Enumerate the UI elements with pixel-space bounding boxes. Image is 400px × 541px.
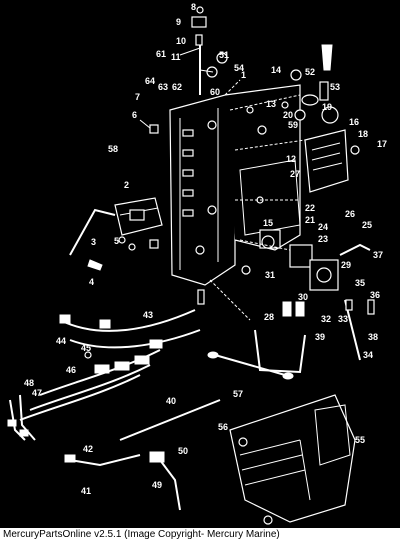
callout-label: 2: [124, 180, 129, 190]
spark-plug: [87, 259, 103, 271]
callout-label: 61: [156, 49, 166, 59]
callout-label: 58: [108, 144, 118, 154]
wire-39: [254, 329, 306, 374]
callout-label: 37: [373, 250, 383, 260]
ecm-module: [304, 129, 349, 193]
callout-label: 43: [143, 310, 153, 320]
spark-boot: [149, 451, 181, 511]
callout-label: 63: [158, 82, 168, 92]
fuse-holders: [282, 301, 305, 317]
callout-label: 7: [135, 92, 140, 102]
main-harness: [19, 309, 201, 421]
exploded-view-drawing: 1 2 3 4 5 6 7 8 9 10 11 12 13 14 15 16 1…: [7, 2, 387, 525]
parts-diagram: 1 2 3 4 5 6 7 8 9 10 11 12 13 14 15 16 1…: [0, 0, 400, 528]
callout-label: 27: [290, 169, 300, 179]
callout-label: 64: [145, 76, 155, 86]
callout-label: 19: [322, 102, 332, 112]
callout-label: 42: [83, 444, 93, 454]
callout-label: 60: [210, 87, 220, 97]
top-fitting: [191, 6, 207, 95]
callout-label: 55: [355, 435, 365, 445]
callout-label: 41: [81, 486, 91, 496]
callout-label: 29: [341, 260, 351, 270]
callout-label: 5: [114, 236, 119, 246]
callout-label: 49: [152, 480, 162, 490]
sealant-tube: [301, 44, 333, 106]
callout-label: 33: [338, 314, 348, 324]
callout-label: 12: [286, 154, 296, 164]
rear-bracket: [224, 84, 301, 251]
callout-label: 45: [81, 343, 91, 353]
callout-label: 32: [321, 314, 331, 324]
callout-label: 21: [305, 215, 315, 225]
callout-label: 48: [24, 378, 34, 388]
callout-label: 24: [318, 222, 328, 232]
callout-label: 25: [362, 220, 372, 230]
spark-plug-wire: [69, 208, 116, 256]
callout-label: 50: [178, 446, 188, 456]
leader-lines: [139, 47, 306, 321]
callout-label: 13: [266, 99, 276, 109]
callout-label: 47: [32, 388, 42, 398]
callout-label: 46: [66, 365, 76, 375]
callout-label: 30: [298, 292, 308, 302]
fasteners: [84, 52, 375, 525]
callout-label: 9: [176, 17, 181, 27]
callout-label: 56: [218, 422, 228, 432]
callout-label: 36: [370, 290, 380, 300]
callout-label: 11: [171, 52, 181, 62]
callout-label: 31: [265, 270, 275, 280]
callout-label: 18: [358, 129, 368, 139]
callout-label: 4: [89, 277, 94, 287]
callout-label: 34: [363, 350, 373, 360]
callout-label: 40: [166, 396, 176, 406]
callout-label: 35: [355, 278, 365, 288]
mounting-plate: [169, 94, 236, 286]
callout-label: 28: [264, 312, 274, 322]
callout-label: 10: [176, 36, 186, 46]
callout-label: 57: [233, 389, 243, 399]
pigtail-harness: [7, 394, 36, 441]
callout-label: 22: [305, 203, 315, 213]
callout-label: 15: [263, 218, 273, 228]
callout-label: 1: [241, 70, 246, 80]
cable-41: [64, 454, 141, 467]
callout-label: 20: [283, 110, 293, 120]
callout-label: 14: [271, 65, 281, 75]
footer-bar: MercuryPartsOnline v2.5.1 (Image Copyrig…: [0, 528, 400, 541]
wire-37: [339, 243, 371, 256]
callout-label: 6: [132, 110, 137, 120]
callout-label: 3: [91, 237, 96, 247]
callout-label: 52: [305, 67, 315, 77]
callout-label: 53: [330, 82, 340, 92]
callout-label: 51: [219, 50, 229, 60]
copyright-text: MercuryPartsOnline v2.5.1 (Image Copyrig…: [3, 529, 280, 540]
callout-label: 16: [349, 117, 359, 127]
callout-label: 26: [345, 209, 355, 219]
callout-label: 44: [56, 336, 66, 346]
battery-cable-57: [207, 351, 294, 380]
callout-label: 62: [172, 82, 182, 92]
ignition-coil: [114, 197, 163, 236]
callout-label: 38: [368, 332, 378, 342]
callout-label: 39: [315, 332, 325, 342]
callout-label: 59: [288, 120, 298, 130]
callout-labels: 1 2 3 4 5 6 7 8 9 10 11 12 13 14 15 16 1…: [24, 2, 387, 496]
callout-label: 23: [318, 234, 328, 244]
callout-label: 8: [191, 2, 196, 12]
callout-label: 17: [377, 139, 387, 149]
callout-label: 54: [234, 63, 244, 73]
ground-strap: [119, 399, 221, 441]
electrical-cover: [229, 394, 356, 523]
